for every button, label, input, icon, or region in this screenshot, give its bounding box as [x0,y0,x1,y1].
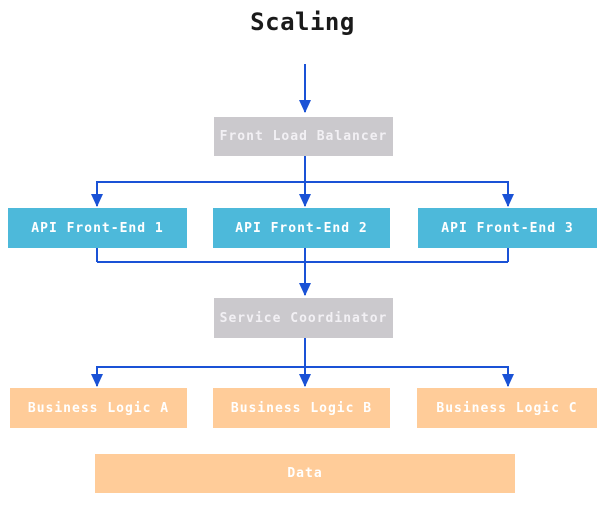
node-label: Front Load Balancer [219,129,388,144]
node-front-load-balancer: Front Load Balancer [214,117,393,156]
node-api-front-end-3: API Front-End 3 [418,208,597,248]
edge-coordinator-to-logic-a [91,366,305,387]
node-label: Business Logic B [230,400,373,416]
node-label: Data [287,466,323,481]
node-api-front-end-2: API Front-End 2 [213,208,390,248]
edge-coordinator-to-logic-c [305,366,514,387]
node-data: Data [95,454,515,493]
node-api-front-end-1: API Front-End 1 [8,208,187,248]
node-label: API Front-End 2 [235,220,368,236]
node-label: API Front-End 1 [31,220,164,236]
node-business-logic-c: Business Logic C [417,388,597,428]
diagram-title: Scaling [250,8,355,36]
node-business-logic-a: Business Logic A [10,388,187,428]
node-label: API Front-End 3 [441,220,574,236]
node-business-logic-b: Business Logic B [213,388,390,428]
edge-balancer-to-api1 [91,181,305,207]
edge-balancer-to-api3 [305,181,514,207]
node-label: Business Logic A [27,400,170,416]
node-service-coordinator: Service Coordinator [214,298,393,338]
node-label: Service Coordinator [219,310,388,326]
node-label: Business Logic C [436,400,578,416]
